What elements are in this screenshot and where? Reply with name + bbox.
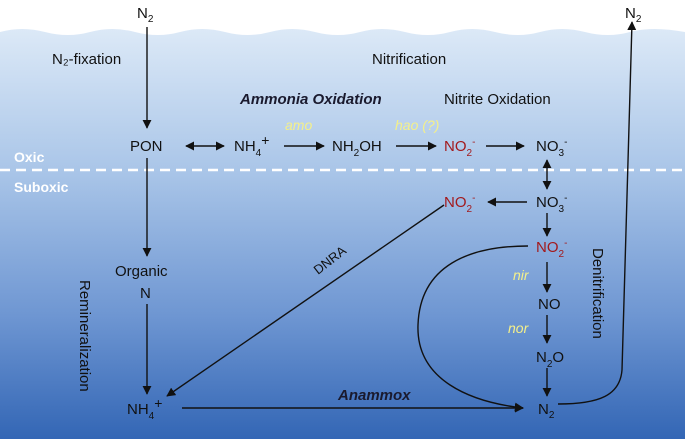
no2-left: NO2- — [444, 193, 475, 215]
n2-top-right: N2 — [625, 5, 642, 25]
no2-top: NO2- — [444, 137, 475, 159]
denitrification-label: Denitrification — [589, 248, 606, 339]
arrow-anammox-loop — [417, 245, 529, 412]
n2-fixation-label: N₂-fixation — [52, 51, 121, 68]
nitrification-label: Nitrification — [372, 51, 446, 68]
no2-mid: NO2- — [536, 238, 567, 260]
n2o: N2O — [536, 349, 564, 370]
water-body — [0, 29, 685, 439]
organic-n-label: N — [140, 285, 151, 302]
remineralization-label: Remineralization — [76, 280, 93, 392]
organic-label: Organic — [115, 263, 168, 280]
nh2oh: NH2OH — [332, 138, 382, 159]
no3-top: NO3- — [536, 137, 567, 159]
nh4-top: NH4+ — [234, 132, 269, 159]
arrow-n2-to-atmosphere — [557, 21, 637, 405]
n2-bottom: N2 — [538, 401, 555, 421]
hao-enzyme: hao (?) — [395, 117, 439, 133]
arrow-dnra — [166, 204, 445, 397]
pon: PON — [130, 138, 163, 155]
nir-enzyme: nir — [513, 267, 530, 283]
suboxic-label: Suboxic — [14, 179, 69, 195]
n2-top-left: N2 — [137, 5, 154, 25]
anammox-label: Anammox — [337, 387, 411, 404]
oxic-label: Oxic — [14, 149, 45, 165]
nitrite-oxidation-label: Nitrite Oxidation — [444, 91, 551, 108]
nor-enzyme: nor — [508, 320, 530, 336]
amo-enzyme: amo — [285, 117, 312, 133]
ammonia-oxidation-label: Ammonia Oxidation — [239, 91, 382, 108]
nh4-bottom: NH4+ — [127, 395, 162, 422]
no: NO — [538, 296, 561, 313]
no3-mid: NO3- — [536, 193, 567, 215]
